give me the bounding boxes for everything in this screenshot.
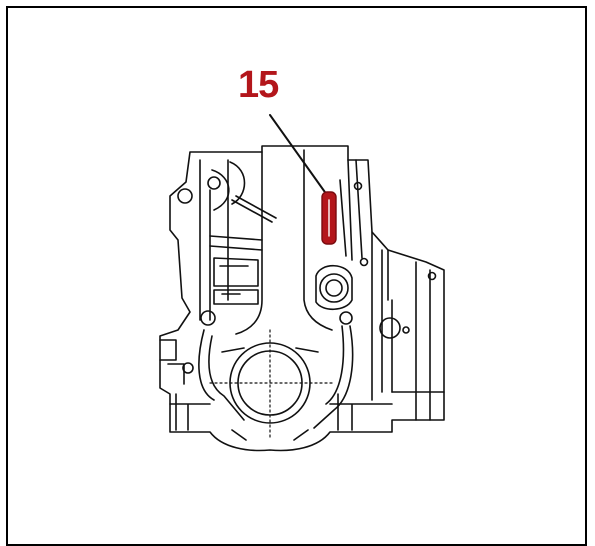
right-lower-arch: [313, 325, 354, 429]
bolt-upper-left: [177, 188, 193, 204]
bolt-right-top: [353, 181, 363, 191]
bore-right-surround: [315, 264, 353, 311]
bolt-lower-right: [339, 311, 353, 325]
center-column: [235, 149, 333, 335]
bore-right-inner: [325, 279, 343, 297]
bearing-cap-web: [221, 347, 319, 441]
bolt-lower-left: [182, 362, 194, 374]
diagonal-strut: [231, 195, 277, 223]
right-flange: [371, 231, 393, 401]
left-arc: [211, 161, 246, 211]
right-column: [339, 159, 363, 261]
left-slots: [209, 235, 263, 305]
left-side-tab: [159, 339, 185, 385]
bore-right: [319, 273, 349, 303]
boss-right: [379, 317, 401, 339]
callout-leader-line: [269, 114, 328, 196]
right-edge-lines: [415, 261, 431, 421]
bolt-upper-left-2: [207, 176, 221, 190]
pan-rail: [169, 391, 445, 431]
callout-number: 15: [238, 64, 279, 106]
bolt-mid-left: [200, 310, 216, 326]
bolt-right-mid: [359, 257, 369, 267]
bolt-far-right: [427, 271, 437, 281]
left-lower-arch: [198, 329, 245, 421]
block-outline: [159, 145, 445, 452]
engine-block-drawing: [159, 114, 445, 452]
boss-right-small: [402, 326, 410, 334]
